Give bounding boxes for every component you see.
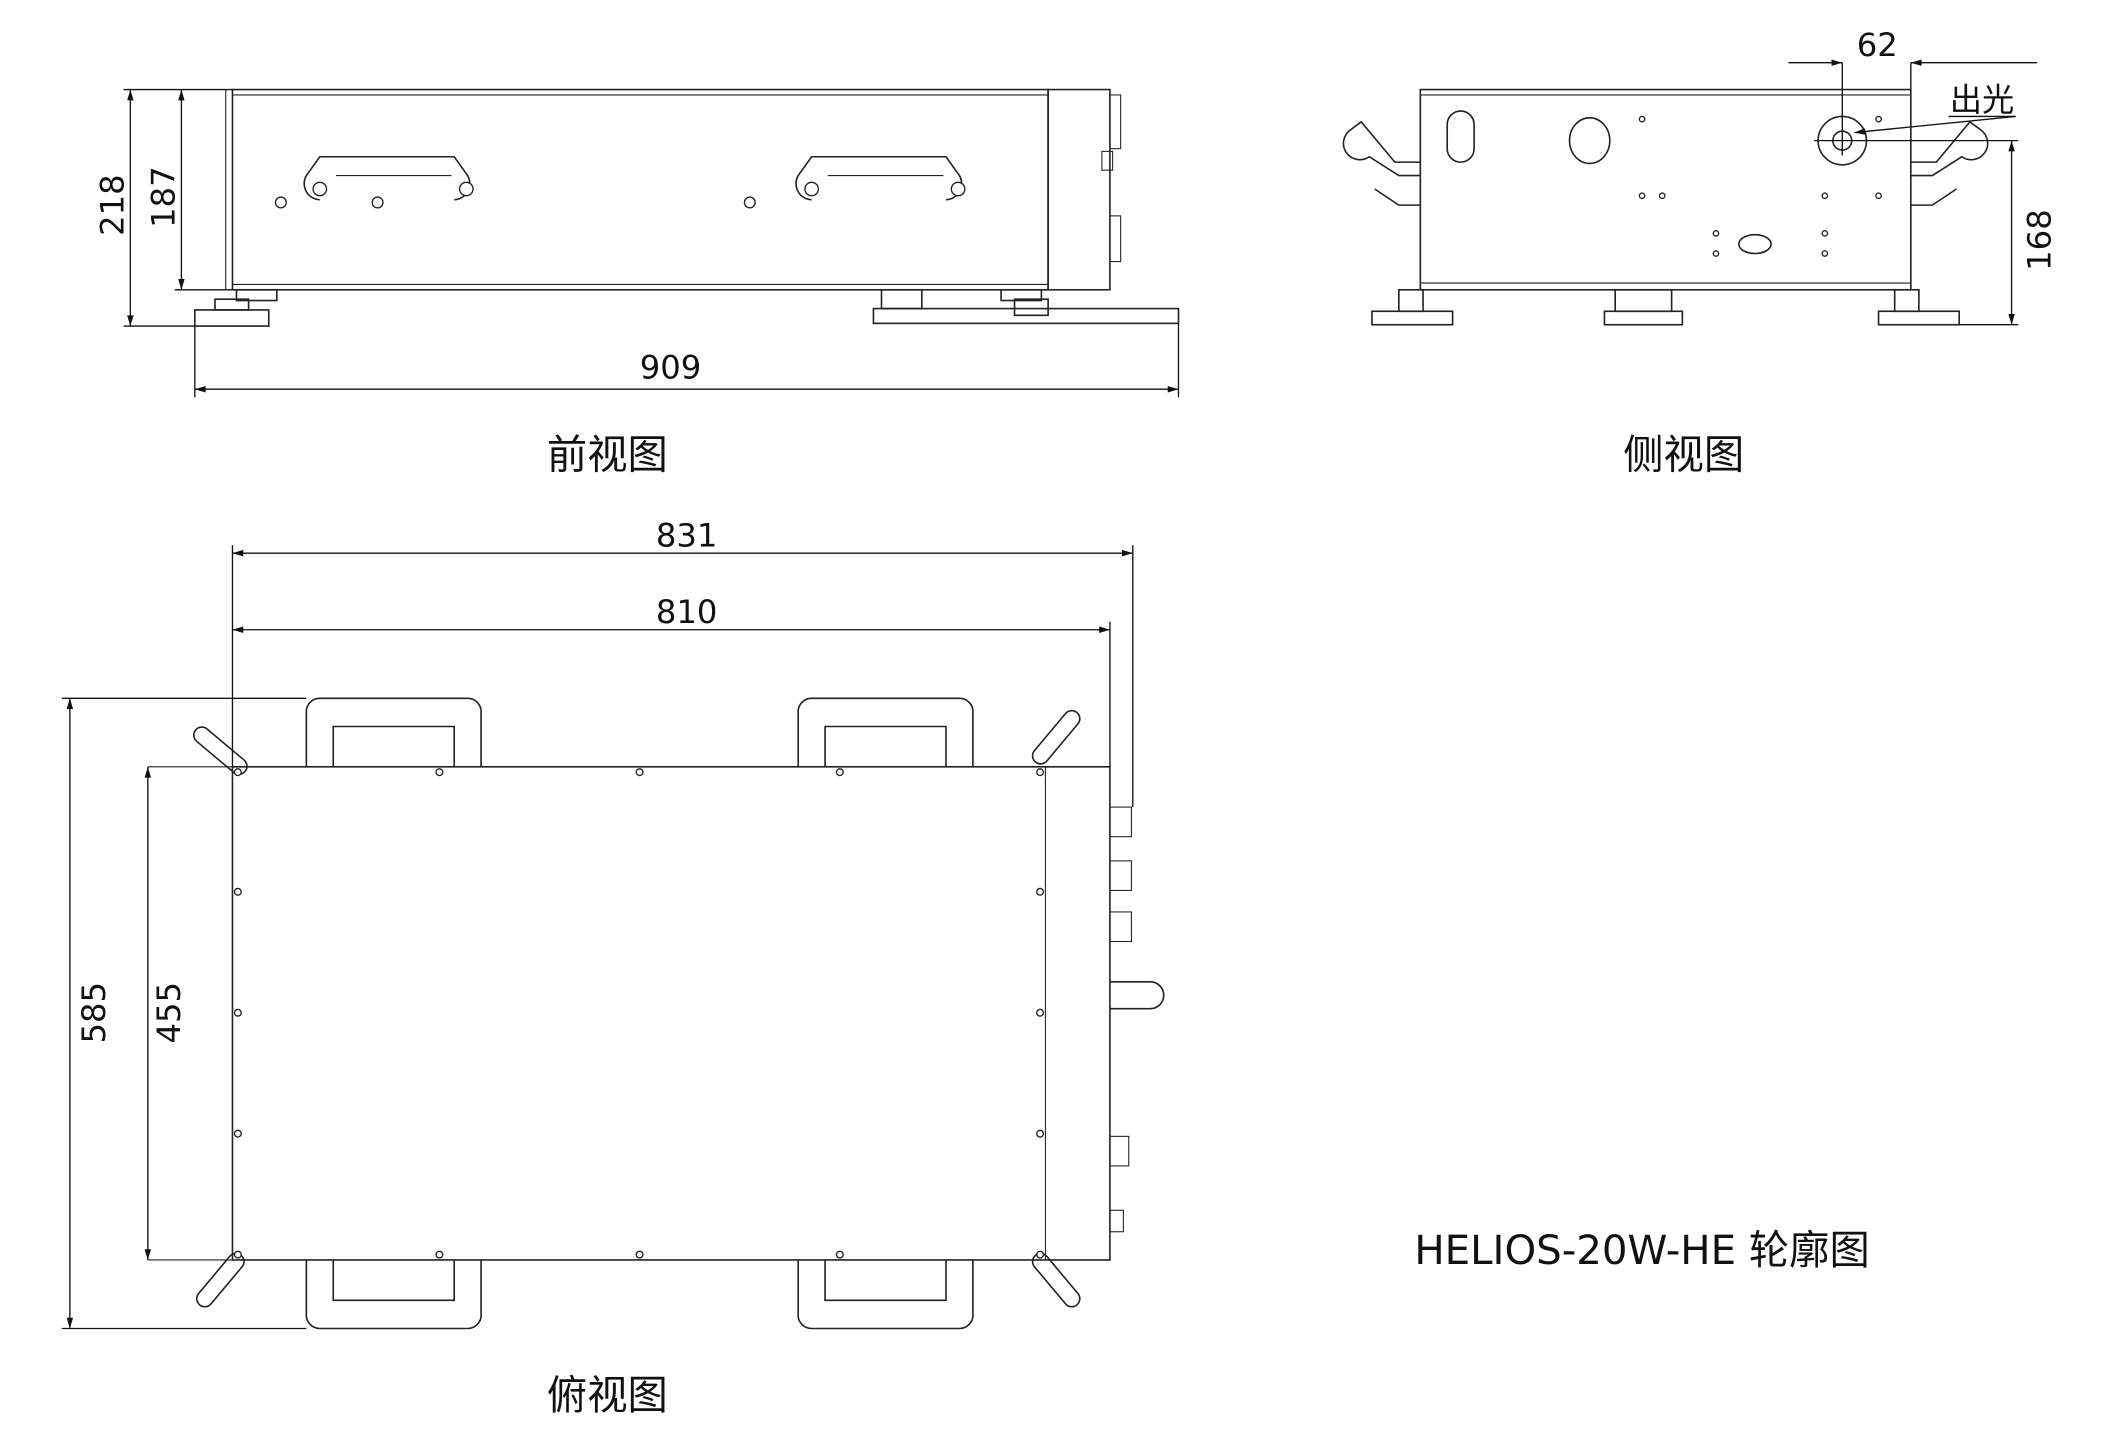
side-view-label: 侧视图 <box>1623 432 1744 479</box>
output-label: 出光 <box>1950 81 2015 119</box>
top-view-label: 俯视图 <box>547 1372 668 1419</box>
handle <box>797 1259 974 1330</box>
dim-front-height-total: 218 <box>94 174 132 236</box>
dim-front-width: 909 <box>640 348 702 386</box>
dim-top-width-total: 831 <box>656 516 718 554</box>
side-view: 62 出光 168 侧视图 <box>1342 26 2059 479</box>
front-view-label: 前视图 <box>547 432 668 479</box>
dim-top-width-body: 810 <box>656 593 718 631</box>
top-view: 831 810 585 455 俯视图 <box>61 516 1165 1419</box>
screws <box>233 768 1045 1259</box>
dim-top-depth-body: 455 <box>150 982 188 1044</box>
handle <box>797 697 974 767</box>
dim-output-offset: 62 <box>1857 26 1898 64</box>
handle <box>795 155 966 201</box>
dim-output-height: 168 <box>2021 209 2059 271</box>
dim-top-depth-total: 585 <box>75 982 113 1044</box>
front-view: 218 187 909 前视图 <box>94 88 1180 479</box>
drawing-title: HELIOS-20W-HE 轮廓图 <box>1414 1227 1869 1274</box>
dim-front-height-body: 187 <box>145 166 183 228</box>
handle <box>305 697 482 767</box>
handle <box>305 1259 482 1330</box>
handle <box>303 155 474 201</box>
